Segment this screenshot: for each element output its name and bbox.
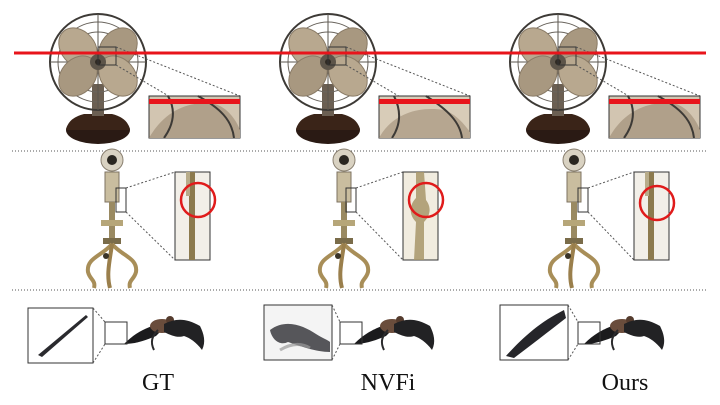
zoom-source-box xyxy=(104,321,128,345)
lamp-nvfi-render xyxy=(317,147,445,290)
zoom-source-box xyxy=(97,46,117,66)
fan-row xyxy=(14,13,706,145)
bat-gt-render xyxy=(27,307,206,364)
zoom-connector xyxy=(567,343,579,361)
column-label-gt: GT xyxy=(142,370,174,396)
zoom-source-box xyxy=(339,321,363,345)
zoom-source-box xyxy=(577,187,589,213)
zoom-source-box xyxy=(327,46,347,66)
bat-nvfi-render xyxy=(263,304,436,361)
zoom-connector xyxy=(355,211,404,261)
highlight-circle xyxy=(179,181,217,219)
column-label-nvfi: NVFi xyxy=(360,370,416,396)
zoom-reference-line xyxy=(149,99,240,104)
zoom-connector xyxy=(587,171,635,189)
zoom-connector xyxy=(92,307,106,323)
fan-nvfi-render xyxy=(279,13,471,145)
zoom-connector xyxy=(331,304,341,323)
zoom-connector xyxy=(567,304,579,323)
lamp-row xyxy=(85,147,676,290)
zoom-connector xyxy=(331,343,341,361)
highlight-circle xyxy=(638,184,676,222)
zoom-source-box xyxy=(345,187,357,213)
column-label-ours: Ours xyxy=(601,370,649,396)
zoom-reference-line xyxy=(609,99,700,104)
zoom-connector xyxy=(587,211,635,261)
zoom-connector xyxy=(92,343,106,364)
zoom-reference-line xyxy=(379,99,470,104)
fan-ours-render xyxy=(509,13,701,145)
fan-gt-render xyxy=(49,13,241,145)
lamp-gt-render xyxy=(85,147,217,290)
highlight-circle xyxy=(407,181,445,219)
zoom-source-box xyxy=(577,321,601,345)
bat-row xyxy=(27,304,666,364)
zoom-source-box xyxy=(115,187,127,213)
zoom-connector xyxy=(355,171,404,189)
zoom-source-box xyxy=(557,46,577,66)
bat-ours-render xyxy=(499,304,666,361)
zoom-connector xyxy=(125,171,176,189)
zoom-inset xyxy=(27,307,94,364)
zoom-connector xyxy=(125,211,176,261)
lamp-ours-render xyxy=(547,147,676,290)
